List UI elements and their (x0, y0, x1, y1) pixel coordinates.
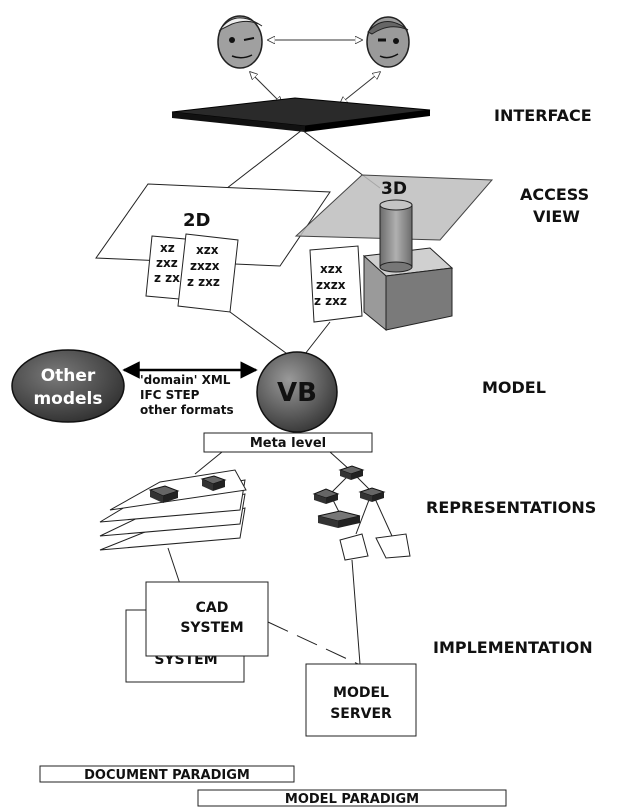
label-implementation: IMPLEMENTATION (433, 638, 593, 657)
doc-3d: xzx zxzx z zxz (309, 245, 363, 323)
connector-2d-vb (229, 311, 291, 357)
model-paradigm-bar (197, 789, 507, 807)
cad-system-box (145, 581, 269, 657)
label-model: MODEL (482, 378, 546, 397)
vb-circle (256, 351, 338, 433)
svg-text:z zxz: z zxz (314, 294, 347, 308)
cad-system-line1: CAD (196, 600, 229, 616)
meta-level-label: Meta level (250, 436, 326, 451)
connector-interface-2d (221, 129, 303, 193)
connector-cad-server (267, 621, 359, 665)
document-paradigm-bar (39, 765, 295, 783)
model-server-line1: MODEL (333, 685, 389, 701)
vb-label: VB (277, 378, 317, 408)
model-server-line2: SERVER (330, 706, 392, 722)
document-paradigm-label: DOCUMENT PARADIGM (84, 768, 250, 783)
left-face-interface-arrow (250, 72, 282, 104)
model-server-box (305, 663, 417, 737)
format-ifc-step: IFC STEP (140, 388, 200, 402)
cad-system-line2: SYSTEM (180, 620, 243, 636)
svg-text:zxzx: zxzx (316, 278, 346, 292)
label-interface: INTERFACE (494, 106, 592, 125)
svg-text:zxzx: zxzx (190, 259, 220, 273)
other-models-line2: models (33, 389, 102, 409)
svg-text:xz: xz (160, 241, 175, 255)
other-models-line1: Other (41, 366, 96, 386)
svg-text:z zxz: z zxz (187, 275, 220, 289)
cylinder-3d-object (379, 199, 413, 273)
connector-doc-cad (167, 547, 181, 585)
label-view: VIEW (533, 207, 580, 226)
model-representation-tree (312, 465, 411, 561)
connector-3d-vb (304, 321, 331, 355)
connector-meta-model (329, 451, 351, 471)
doc-2d-front: xzx zxzx z zxz (177, 233, 239, 313)
right-face-interface-arrow (340, 72, 380, 104)
interface-plate (171, 97, 431, 132)
label-representations: REPRESENTATIONS (426, 498, 596, 517)
user-face-left (217, 15, 263, 69)
meta-level-box (203, 432, 373, 453)
label-access: ACCESS (520, 185, 589, 204)
svg-text:xzx: xzx (196, 243, 219, 257)
svg-text:z zx: z zx (154, 271, 180, 285)
view-2d-label: 2D (183, 210, 210, 231)
connector-tree-server (351, 559, 361, 665)
view-3d-label: 3D (381, 179, 407, 199)
user-face-right (366, 16, 410, 68)
other-models-ellipse (11, 349, 125, 423)
format-other: other formats (140, 403, 234, 417)
connector-meta-doc (194, 451, 223, 475)
format-domain-xml: 'domain' XML (140, 373, 231, 387)
model-paradigm-label: MODEL PARADIGM (285, 792, 419, 807)
svg-text:zxz: zxz (156, 256, 178, 270)
svg-text:xzx: xzx (320, 262, 343, 276)
document-representation-stack (99, 469, 247, 551)
